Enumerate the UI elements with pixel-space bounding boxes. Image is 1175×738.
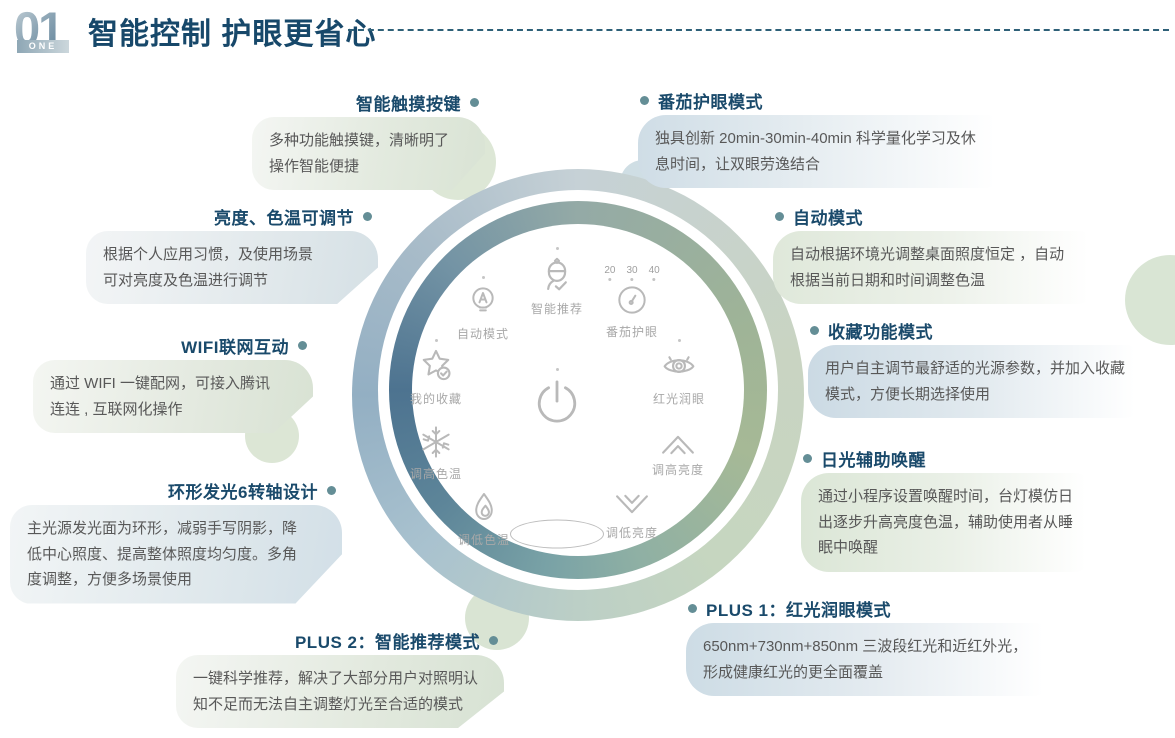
bullet-dot	[363, 211, 372, 221]
feature-title: 环形发光6转轴设计	[168, 482, 318, 502]
star-check-icon	[422, 349, 451, 381]
feature-title: 收藏功能模式	[828, 322, 933, 342]
mode-label: 调高色温	[409, 467, 463, 481]
page-title: 智能控制 护眼更省心	[88, 18, 377, 51]
chevron-up-icon	[662, 435, 694, 455]
feature-title: 番茄护眼模式	[658, 92, 763, 112]
mode-label: 智能推荐	[530, 302, 584, 316]
mode-color-temp-up: 调高色温	[410, 422, 462, 482]
lamp-control-ring: 自动模式 智能推荐 20 30 40 番茄护眼	[352, 161, 804, 621]
power-button	[529, 368, 585, 430]
feature-favorite-mode: 收藏功能模式 用户自主调节最舒适的光源参数，并加入收藏 模式，方便长期选择使用	[808, 318, 1152, 418]
bullet-dot	[489, 635, 498, 645]
feature-title: WIFI联网互动	[181, 337, 289, 357]
feature-tomato-mode: 番茄护眼模式 独具创新 20min-30min-40min 科学量化学习及休 息…	[638, 88, 1014, 188]
eye-icon	[663, 356, 695, 374]
robot-icon	[547, 257, 567, 291]
section-number-logo: 01 ONE	[14, 4, 84, 56]
bullet-dot	[803, 453, 812, 463]
feature-auto-mode: 自动模式 自动根据环境光调整桌面照度恒定 ，自动 根据当前日期和时间调整色温	[773, 204, 1105, 304]
bullet-dot	[688, 603, 697, 613]
feature-desc: 一键科学推荐，解决了大部分用户对照明认 知不足而无法自主调整灯光至合适的模式	[176, 655, 504, 728]
ring-core	[412, 224, 744, 556]
bullet-dot	[640, 95, 649, 105]
indicator-dot	[677, 339, 681, 342]
feature-daylight-wake: 日光辅助唤醒 通过小程序设置唤醒时间，台灯模仿日 出逐步升高亮度色温，辅助使用者…	[801, 446, 1101, 572]
timer-20: 20	[604, 265, 616, 276]
bullet-dot	[810, 325, 819, 335]
feature-plus2-smart: PLUS 2：智能推荐模式 一键科学推荐，解决了大部分用户对照明认 知不足而无法…	[176, 628, 504, 728]
feature-title: 自动模式	[793, 208, 863, 228]
clock-icon	[618, 286, 646, 314]
feature-touch-keys: 智能触摸按键 多种功能触摸键，清晰明了 操作智能便捷	[252, 90, 485, 190]
chevron-down-icon	[616, 494, 648, 514]
feature-desc: 650nm+730nm+850nm 三波段红光和近红外光， 形成健康红光的更全面…	[686, 623, 1062, 696]
mode-tomato-eyecare: 番茄护眼	[606, 280, 658, 340]
feature-desc: 独具创新 20min-30min-40min 科学量化学习及休 息时间，让双眼劳…	[638, 115, 1014, 188]
mode-brightness-up: 调高亮度	[652, 428, 704, 478]
snowflake-icon	[422, 426, 450, 458]
feature-title: 日光辅助唤醒	[821, 450, 926, 470]
feature-title: PLUS 1：红光润眼模式	[706, 600, 892, 620]
timer-30: 30	[626, 265, 638, 276]
feature-title: PLUS 2：智能推荐模式	[294, 632, 480, 652]
tick-dot	[608, 278, 612, 281]
tick-dot	[630, 278, 634, 281]
slider-pill	[510, 519, 604, 549]
mode-my-favorites: 我的收藏	[410, 339, 462, 407]
mode-smart-recommend: 智能推荐	[531, 247, 583, 317]
mode-label: 番茄护眼	[605, 325, 659, 339]
feature-desc: 用户自主调节最舒适的光源参数，并加入收藏 模式，方便长期选择使用	[808, 345, 1152, 418]
dashed-divider	[348, 29, 1169, 31]
feature-title: 智能触摸按键	[356, 94, 461, 114]
indicator-dot	[434, 339, 438, 342]
indicator-dot	[555, 247, 559, 250]
power-icon	[537, 380, 577, 423]
feature-ring-light: 环形发光6转轴设计 主光源发光面为环形，减弱手写阴影，降 低中心照度、提高整体照…	[10, 478, 342, 604]
bullet-dot	[775, 211, 784, 221]
mode-label: 自动模式	[456, 327, 510, 341]
tomato-timer-ticks: 20 30 40	[604, 265, 660, 281]
mode-brightness-down: 调低亮度	[606, 491, 658, 541]
feature-desc: 自动根据环境光调整桌面照度恒定 ，自动 根据当前日期和时间调整色温	[773, 231, 1105, 304]
feature-desc: 多种功能触摸键，清晰明了 操作智能便捷	[252, 117, 485, 190]
feature-brightness-adjust: 亮度、色温可调节 根据个人应用习惯，及使用场景 可对亮度及色温进行调节	[86, 204, 378, 304]
timer-40: 40	[648, 265, 660, 276]
mode-label: 调低亮度	[605, 526, 659, 540]
feature-desc: 通过 WIFI 一键配网，可接入腾讯 连连 , 互联网化操作	[33, 360, 313, 433]
mode-auto: 自动模式	[457, 276, 509, 342]
mode-label: 调高亮度	[651, 463, 705, 477]
bulb-a-icon	[472, 287, 494, 312]
feature-plus1-redlight: PLUS 1：红光润眼模式 650nm+730nm+850nm 三波段红光和近红…	[686, 596, 1062, 696]
mode-color-temp-down: 调低色温	[458, 488, 510, 548]
bullet-dot	[470, 97, 479, 107]
tick-dot	[652, 278, 656, 281]
section-number-word: ONE	[17, 40, 69, 53]
bullet-dot	[298, 340, 307, 350]
mode-red-light: 红光润眼	[653, 339, 705, 407]
indicator-dot	[481, 276, 485, 279]
indicator-dot	[555, 368, 559, 371]
flame-icon	[475, 493, 493, 520]
feature-desc: 通过小程序设置唤醒时间，台灯模仿日 出逐步升高亮度色温，辅助使用者从睡 眠中唤醒	[801, 473, 1101, 572]
mode-label: 调低色温	[457, 533, 511, 547]
feature-title: 亮度、色温可调节	[214, 208, 354, 228]
mode-label: 我的收藏	[409, 392, 463, 406]
bullet-dot	[327, 485, 336, 495]
feature-wifi: WIFI联网互动 通过 WIFI 一键配网，可接入腾讯 连连 , 互联网化操作	[33, 333, 313, 433]
mode-label: 红光润眼	[652, 392, 706, 406]
feature-desc: 主光源发光面为环形，减弱手写阴影，降 低中心照度、提高整体照度均匀度。多角 度调…	[10, 505, 342, 604]
feature-desc: 根据个人应用习惯，及使用场景 可对亮度及色温进行调节	[86, 231, 378, 304]
